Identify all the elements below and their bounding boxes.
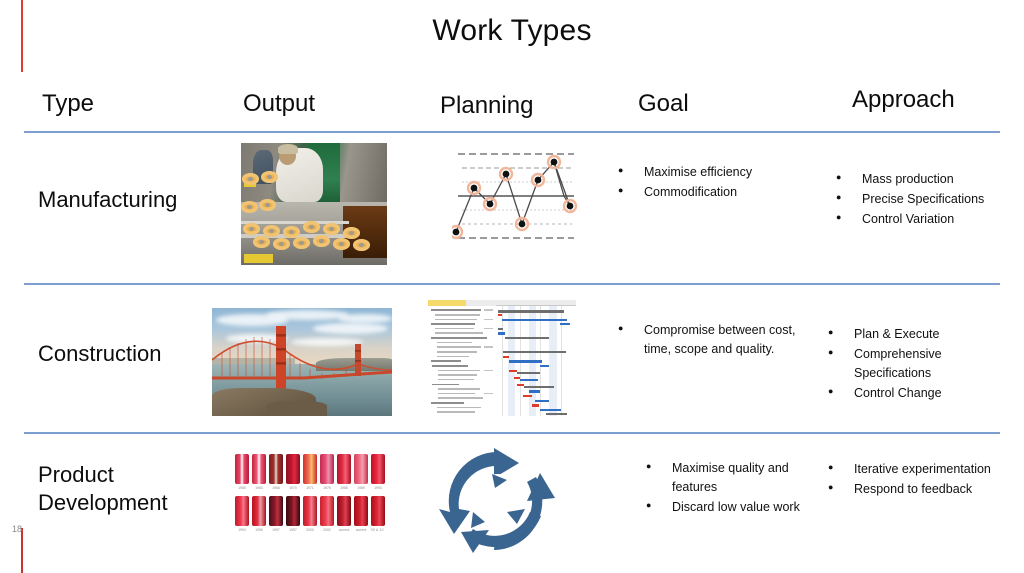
can-year: 2002 — [323, 528, 331, 532]
header-divider — [24, 131, 1000, 133]
gantt-chart — [428, 300, 576, 416]
iterative-cycle-arrows — [437, 446, 559, 556]
list-item: Comprehensive Specifications — [828, 344, 1008, 383]
statistical-control-chart — [448, 146, 580, 244]
column-header-type: Type — [42, 90, 95, 117]
coca-cola-can-history-grid: 1955 1963 1966 1970 1971 1976 1985 1989 … — [233, 452, 389, 536]
golden-gate-bridge-photo — [212, 308, 392, 416]
slide-number: 18 — [12, 524, 23, 534]
can-year: 1985 — [340, 486, 348, 490]
column-header-goal: Goal — [638, 90, 689, 117]
bridge-cables-svg — [212, 326, 392, 398]
control-chart-svg — [448, 153, 578, 240]
can-year: 1971 — [306, 486, 314, 490]
row-divider-1 — [24, 283, 1000, 285]
can-year: current — [338, 528, 350, 532]
accent-bar-bottom — [21, 528, 23, 573]
goal-list-manufacturing: Maximise efficiency Commodification — [618, 162, 798, 203]
cycle-arrows-icon — [439, 448, 555, 553]
can-year: 1993 — [374, 486, 382, 490]
list-item: Maximise quality and features — [646, 458, 806, 497]
column-header-planning: Planning — [440, 92, 534, 119]
list-item: Compromise between cost, time, scope and… — [618, 320, 796, 359]
column-header-row: Type Output Planning Goal Approach — [0, 86, 1024, 132]
list-item: Plan & Execute — [828, 324, 1008, 344]
list-item: Iterative experimentation — [828, 459, 1024, 479]
list-item: Mass production — [836, 169, 1024, 189]
list-item: Discard low value work — [646, 497, 806, 517]
approach-list-manufacturing: Mass production Precise Specifications C… — [836, 169, 1024, 230]
list-item: Maximise efficiency — [618, 162, 798, 182]
can-year: 2000 — [306, 528, 314, 532]
list-item: Commodification — [618, 182, 798, 202]
accent-bar-top — [21, 0, 23, 72]
can-year: '09 & '10 — [370, 528, 384, 532]
can-year: 1955 — [238, 486, 246, 490]
list-item: Control Change — [828, 383, 1008, 403]
can-year: current — [355, 528, 367, 532]
column-header-output: Output — [243, 90, 316, 117]
can-year: 1997 — [289, 528, 297, 532]
goal-list-product-development: Maximise quality and features Discard lo… — [646, 458, 806, 518]
can-year: 1996 — [255, 528, 263, 532]
row-label-construction: Construction — [38, 341, 162, 366]
page-title: Work Types — [432, 14, 592, 47]
can-year: 1994 — [238, 528, 246, 532]
list-item: Precise Specifications — [836, 189, 1024, 209]
can-year: 1976 — [323, 486, 331, 490]
can-year: 1966 — [272, 486, 280, 490]
list-item: Control Variation — [836, 209, 1024, 229]
row-divider-2 — [24, 432, 1000, 434]
list-item: Respond to feedback — [828, 479, 1024, 499]
can-year: 1997 — [272, 528, 280, 532]
column-header-approach: Approach — [852, 86, 955, 113]
can-year: 1963 — [255, 486, 263, 490]
donut-production-line-photo — [241, 143, 387, 265]
can-year: 1989 — [357, 486, 365, 490]
approach-list-product-development: Iterative experimentation Respond to fee… — [828, 459, 1024, 500]
goal-list-construction: Compromise between cost, time, scope and… — [618, 320, 796, 360]
can-year: 1970 — [289, 486, 297, 490]
row-label-manufacturing: Manufacturing — [38, 187, 178, 212]
approach-list-construction: Plan & Execute Comprehensive Specificati… — [828, 324, 1008, 404]
